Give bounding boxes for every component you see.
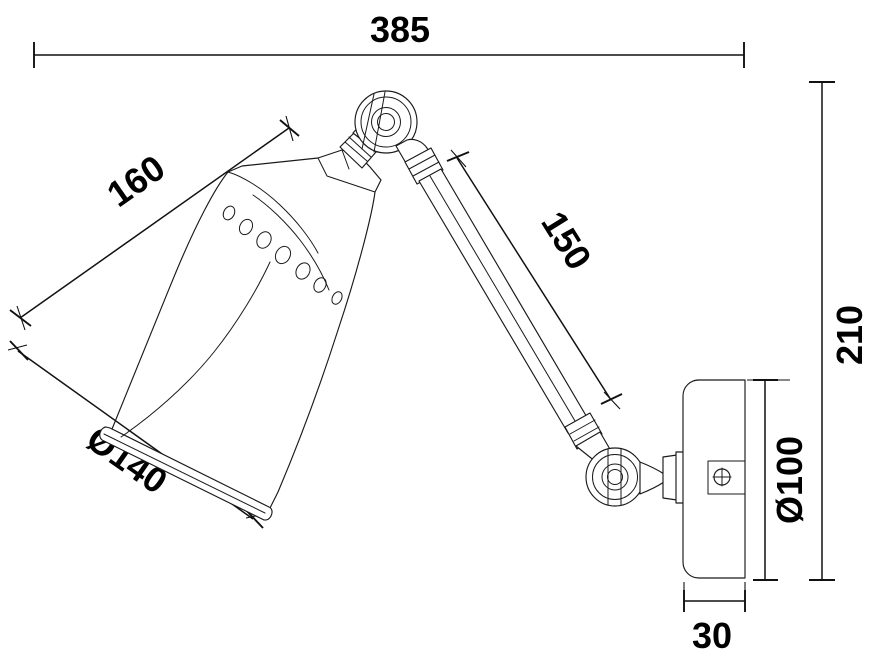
wall-mount-plate (682, 379, 746, 579)
dimension-label-d100: Ø100 (769, 436, 810, 524)
dimension-label-30: 30 (692, 615, 732, 656)
wall-stem (639, 451, 685, 504)
dimension-label-385: 385 (370, 9, 430, 50)
lower-swivel-joint (585, 447, 645, 507)
dimension-label-150: 150 (533, 204, 600, 277)
dimension-shade-length: 160 (9, 115, 300, 331)
dimension-backplate-depth: 30 (683, 582, 746, 656)
shade-vent-holes (222, 205, 343, 305)
upper-swivel-joint (354, 90, 418, 154)
mounting-screw (712, 467, 732, 487)
dimension-label-210: 210 (829, 305, 870, 365)
dimension-label-160: 160 (99, 147, 172, 215)
lamp-shade (99, 149, 382, 521)
dimension-overall-height: 210 (809, 81, 870, 581)
dimension-overall-width: 385 (33, 9, 745, 68)
dimension-backplate-diameter: Ø100 (747, 379, 810, 581)
